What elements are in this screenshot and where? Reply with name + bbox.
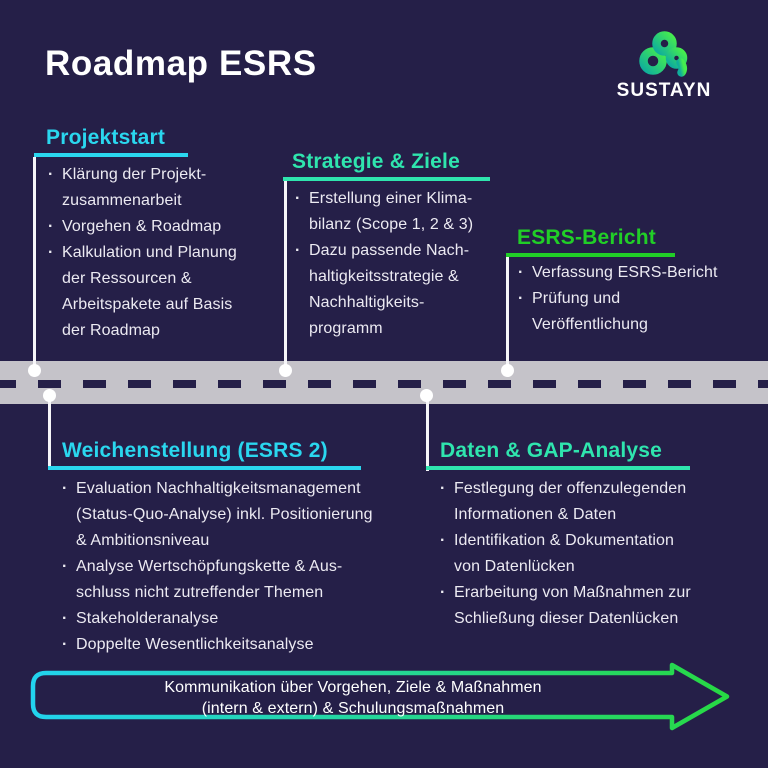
milestone-list-projektstart: · Klärung der Projekt- zusammenarbeit · Vo… [48,162,278,344]
arrow-banner-outline [30,662,730,731]
bullet-icon: · [48,218,54,235]
connector-line-projektstart [33,157,36,373]
bullet-icon: · [440,584,446,601]
sustayn-logo: SUSTAYN [608,30,720,102]
milestone-title-strategie: Strategie & Ziele [292,150,460,173]
list-item: · Prüfung und Veröffentlichung [518,286,758,338]
milestone-title-weichenstellung: Weichenstellung (ESRS 2) [62,439,328,462]
list-item-text: Analyse Wertschöpfungskette & Aus- schlu… [76,558,343,601]
list-item: · Doppelte Wesentlichkeitsanalyse [62,632,422,658]
milestone-list-weichenstellung: · Evaluation Nachhaltigkeitsmanagement (S… [62,476,422,658]
road-dot-weichenstellung [43,389,56,402]
list-item-text: Klärung der Projekt- zusammenarbeit [62,166,207,209]
road-dot-esrs-bericht [501,364,514,377]
milestone-list-strategie: · Erstellung einer Klima- bilanz (Scope 1… [295,186,520,342]
connector-line-daten-gap [426,395,429,471]
list-item-text: Erarbeitung von Maßnahmen zur Schließung… [454,584,691,627]
list-item: · Erarbeitung von Maßnahmen zur Schließun… [440,580,740,632]
list-item: · Evaluation Nachhaltigkeitsmanagement (S… [62,476,422,554]
list-item: · Kalkulation und Planung der Ressourcen … [48,240,278,344]
milestone-underline-projektstart [34,153,188,157]
connector-line-weichenstellung [48,395,51,469]
list-item-text: Prüfung und Veröffentlichung [532,290,649,333]
bullet-icon: · [440,532,446,549]
page-title: Roadmap ESRS [45,44,317,83]
bullet-icon: · [62,636,68,653]
bullet-icon: · [62,480,68,497]
list-item-text: Festlegung der offenzulegenden Informati… [454,480,687,523]
road-center-dashes [0,380,768,388]
arrow-text-line1: Kommunikation über Vorgehen, Ziele & Maß… [164,679,542,696]
list-item-text: Doppelte Wesentlichkeitsanalyse [76,636,314,653]
list-item-text: Stakeholderanalyse [76,610,219,627]
bullet-icon: · [440,480,446,497]
sustayn-knot-icon [639,31,688,77]
arrow-text-line2: (intern & extern) & Schulungsmaßnahmen [201,700,505,717]
road-dot-daten-gap [420,389,433,402]
connector-line-strategie [284,181,287,373]
milestone-title-daten-gap: Daten & GAP-Analyse [440,439,663,462]
list-item: · Erstellung einer Klima- bilanz (Scope 1… [295,186,520,238]
list-item: · Festlegung der offenzulegenden Informat… [440,476,740,528]
milestone-underline-weichenstellung [48,466,361,470]
list-item-text: Dazu passende Nach- haltigkeitsstrategie… [309,242,470,337]
bullet-icon: · [48,244,54,261]
bullet-icon: · [295,190,301,207]
milestone-list-esrs-bericht: · Verfassung ESRS-Bericht · Prüfung und Ve… [518,260,758,338]
list-item-text: Identifikation & Dokumentation von Daten… [454,532,675,575]
list-item: · Identifikation & Dokumentation von Date… [440,528,740,580]
milestone-underline-daten-gap [426,466,690,470]
road [0,361,768,404]
list-item: · Klärung der Projekt- zusammenarbeit [48,162,278,214]
milestone-title-esrs-bericht: ESRS-Bericht [517,226,656,249]
milestone-underline-esrs-bericht [506,253,675,257]
milestone-title-projektstart: Projektstart [46,126,166,149]
bullet-icon: · [48,166,54,183]
bullet-icon: · [518,290,524,307]
list-item-text: Evaluation Nachhaltigkeitsmanagement (St… [76,480,373,549]
bullet-icon: · [295,242,301,259]
list-item: · Analyse Wertschöpfungskette & Aus- schl… [62,554,422,606]
list-item: · Dazu passende Nach- haltigkeitsstrategi… [295,238,520,342]
list-item-text: Verfassung ESRS-Bericht [532,264,718,281]
list-item: · Vorgehen & Roadmap [48,214,278,240]
connector-line-esrs-bericht [506,257,509,373]
list-item-text: Erstellung einer Klima- bilanz (Scope 1,… [309,190,474,233]
bullet-icon: · [518,264,524,281]
list-item: · Verfassung ESRS-Bericht [518,260,758,286]
list-item-text: Kalkulation und Planung der Ressourcen &… [62,244,237,339]
bullet-icon: · [62,610,68,627]
sustayn-wordmark: SUSTAYN [616,80,712,101]
milestone-list-daten-gap: · Festlegung der offenzulegenden Informat… [440,476,740,632]
bullet-icon: · [62,558,68,575]
milestone-underline-strategie [283,177,490,181]
arrow-banner-text: Kommunikation über Vorgehen, Ziele & Maß… [33,677,673,719]
road-dot-projektstart [28,364,41,377]
road-dot-strategie [279,364,292,377]
list-item: · Stakeholderanalyse [62,606,422,632]
list-item-text: Vorgehen & Roadmap [62,218,222,235]
